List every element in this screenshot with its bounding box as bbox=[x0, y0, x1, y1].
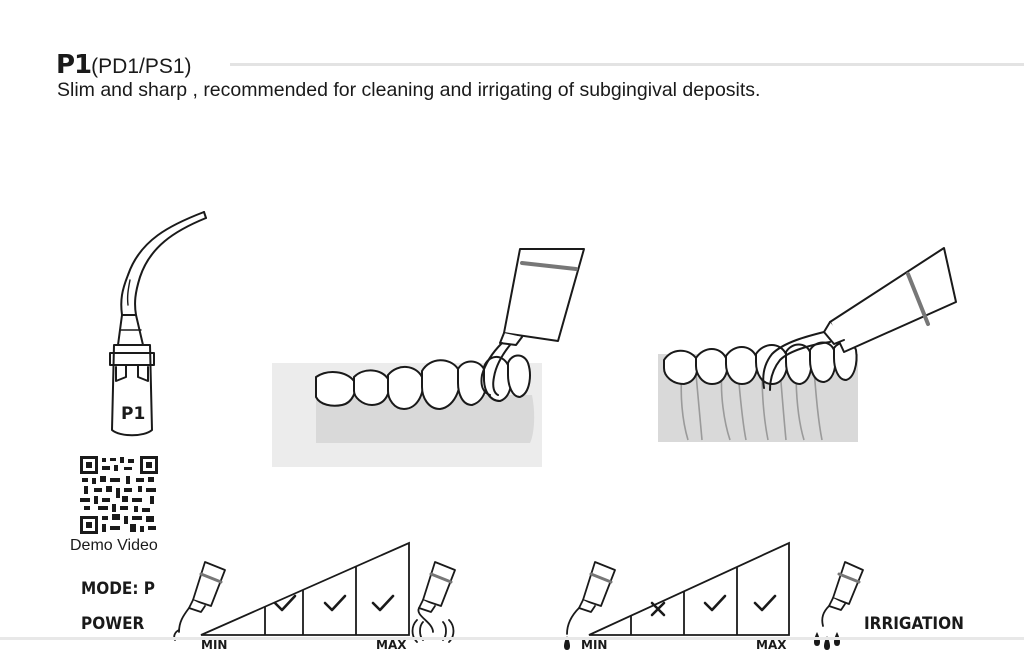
power-scale: MIN MAX bbox=[173, 541, 456, 652]
irrigation-scale: MIN MAX bbox=[564, 541, 864, 652]
power-min-label: MIN bbox=[201, 638, 227, 652]
qr-code bbox=[80, 456, 158, 534]
power-max-label: MAX bbox=[376, 638, 407, 652]
power-level-3-check-icon bbox=[371, 594, 395, 612]
irrigation-label: IRRIGATION bbox=[864, 614, 964, 634]
tip-model-variants: (PD1/PS1) bbox=[91, 55, 192, 78]
irrigation-min-label: MIN bbox=[581, 638, 607, 652]
power-label: POWER bbox=[81, 614, 145, 634]
demo-video-caption: Demo Video bbox=[70, 537, 158, 554]
usage-illustration-interproximal bbox=[658, 247, 957, 442]
irrigation-level-2-check-icon bbox=[703, 594, 727, 612]
usage-illustration-lower-teeth bbox=[272, 248, 585, 467]
irrigation-max-label: MAX bbox=[756, 638, 787, 652]
tip-engraving: P1 bbox=[121, 404, 145, 424]
scaler-tip-illustration: P1 bbox=[109, 211, 207, 437]
irrigation-level-3-check-icon bbox=[753, 594, 777, 612]
irrigation-level-1-cross-icon bbox=[650, 601, 666, 617]
mode-label: MODE: P bbox=[81, 579, 156, 599]
power-level-1-check-icon bbox=[273, 594, 297, 612]
irrigation-max-handpiece-icon bbox=[821, 561, 864, 627]
title-divider bbox=[230, 63, 1024, 66]
power-max-handpiece-icon bbox=[411, 561, 456, 643]
bottom-divider bbox=[0, 637, 1024, 640]
page-subtitle: Slim and sharp , recommended for cleanin… bbox=[57, 79, 761, 101]
irrigation-max-drops-icon bbox=[814, 632, 840, 650]
power-level-2-check-icon bbox=[323, 594, 347, 612]
page-title: P1(PD1/PS1) bbox=[56, 50, 192, 80]
irrigation-min-handpiece-icon bbox=[566, 561, 616, 635]
tip-model-name: P1 bbox=[56, 50, 92, 80]
